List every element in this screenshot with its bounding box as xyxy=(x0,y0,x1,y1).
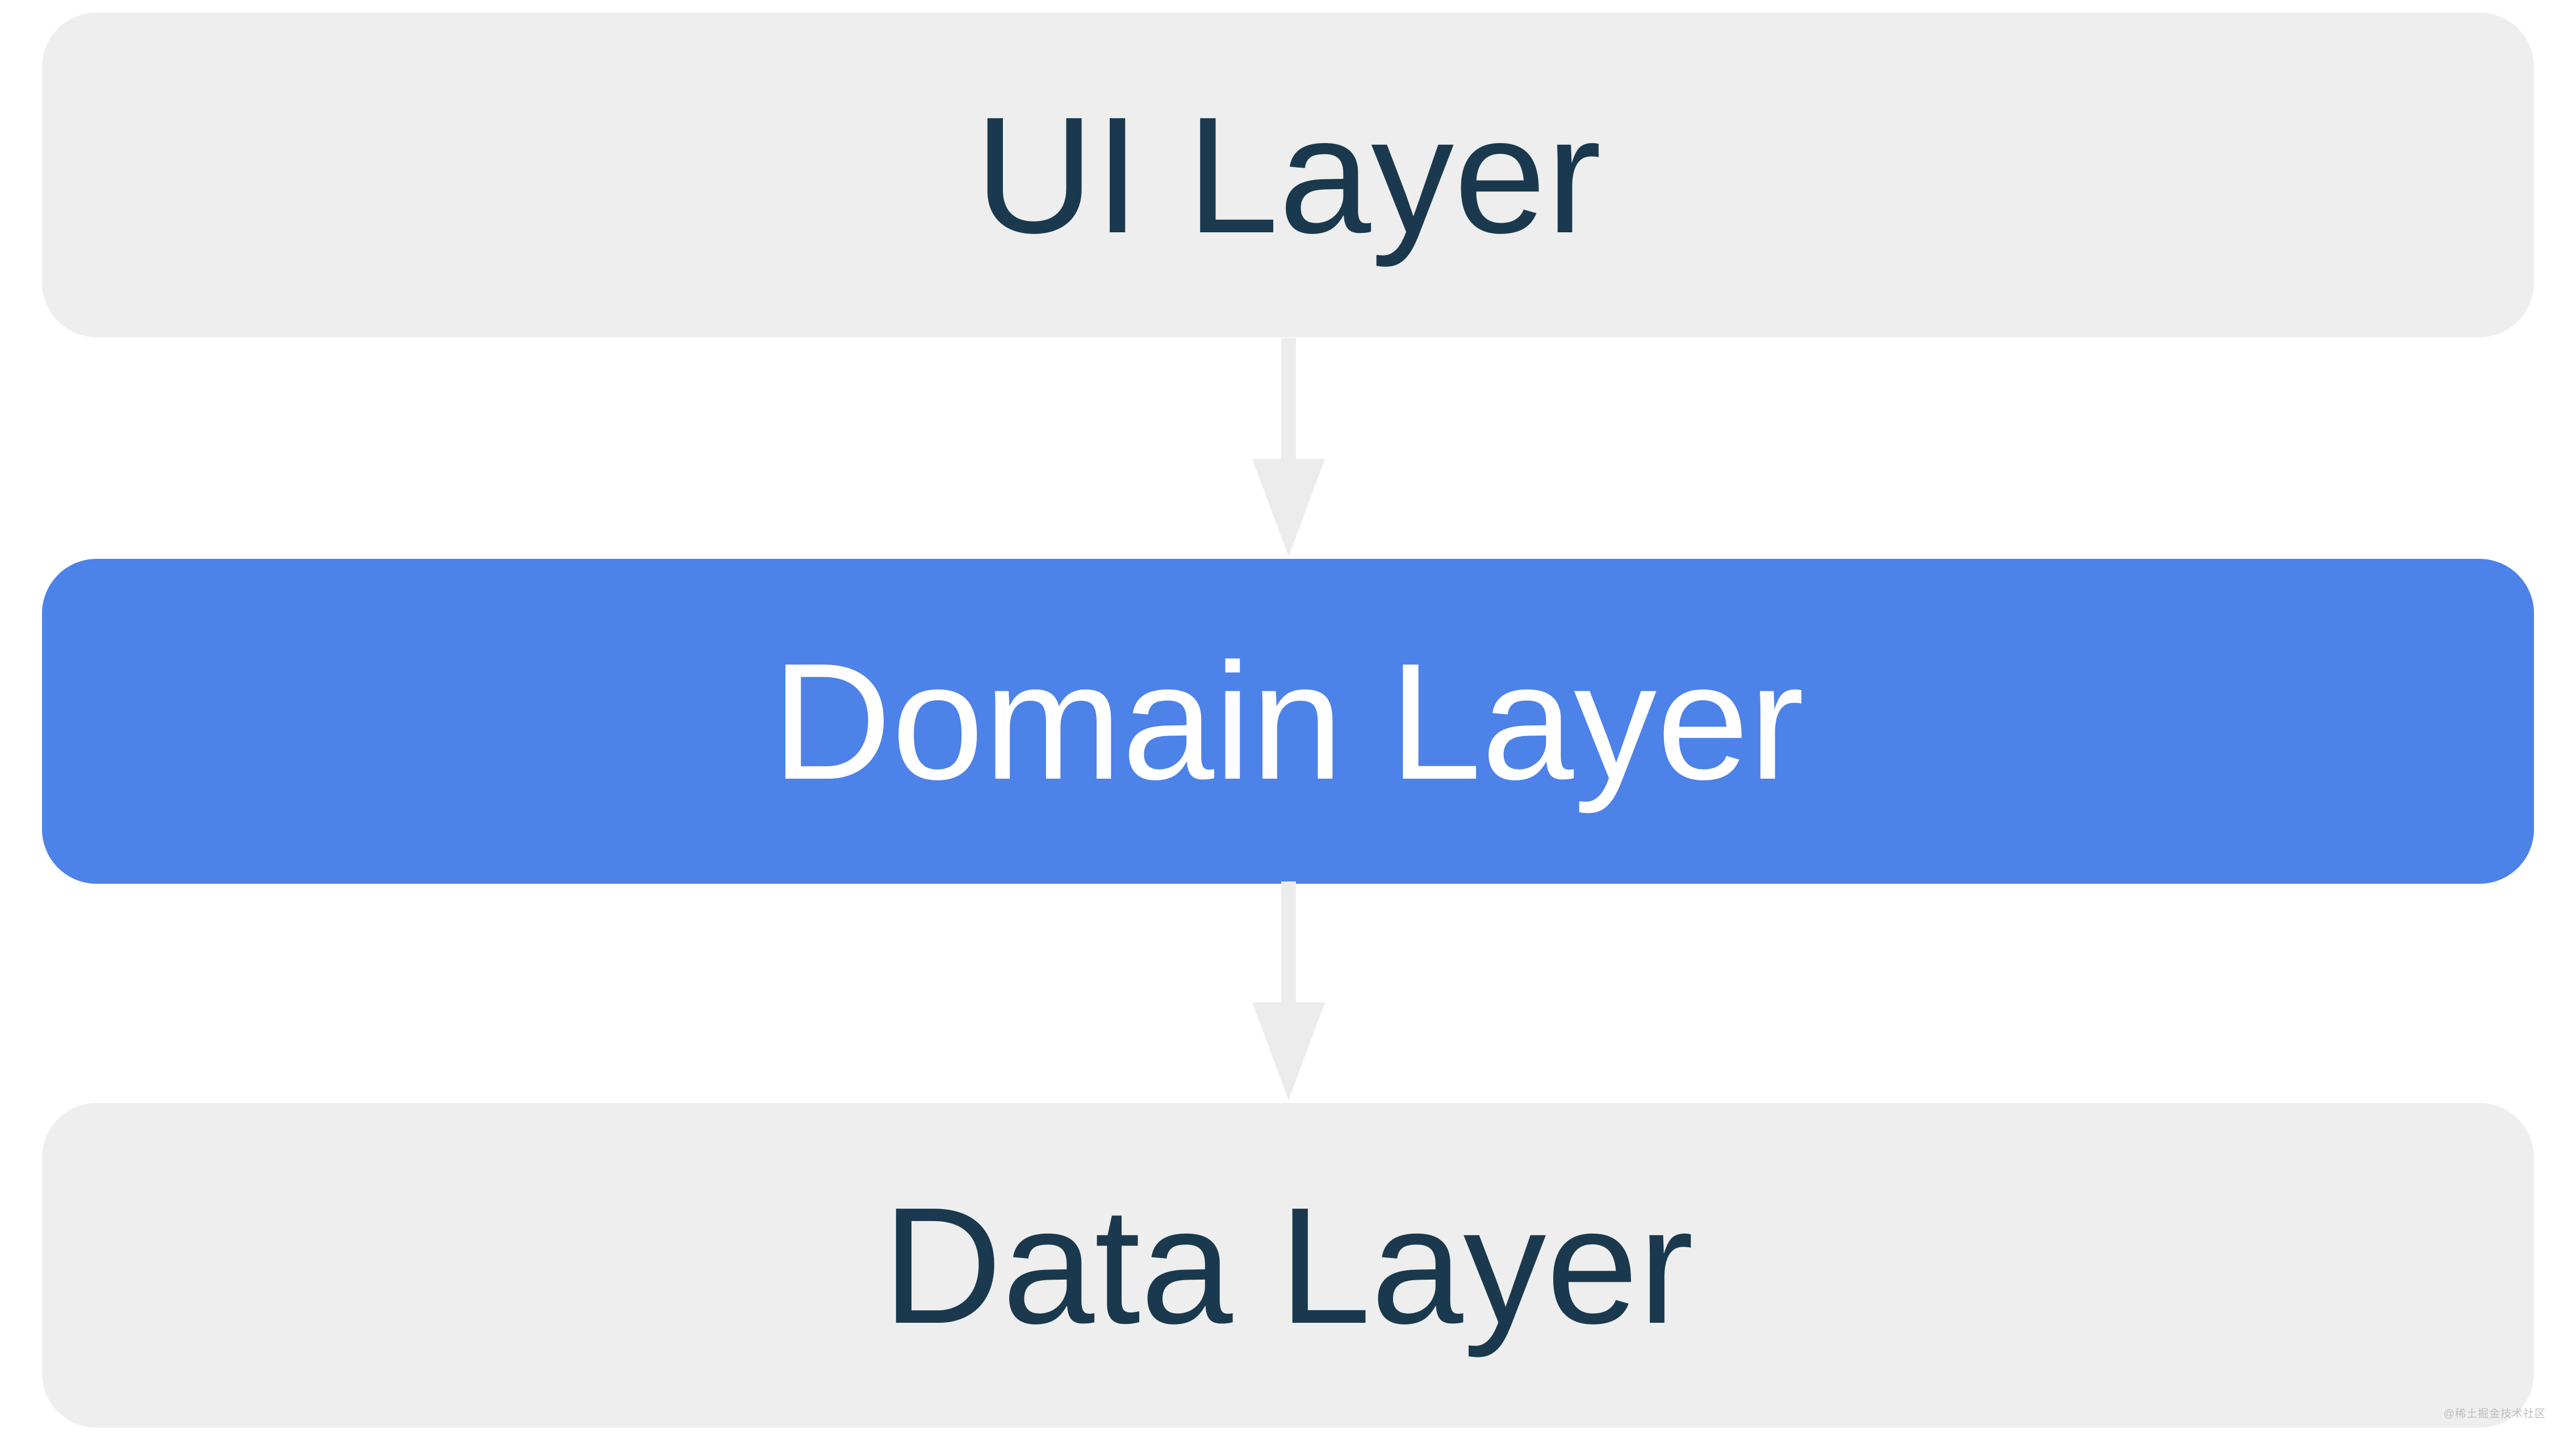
layer-label-ui: UI Layer xyxy=(975,82,1601,268)
layer-label-domain: Domain Layer xyxy=(772,629,1804,814)
layer-box-domain: Domain Layer xyxy=(42,559,2534,884)
layer-box-data: Data Layer xyxy=(42,1103,2534,1428)
layer-label-data: Data Layer xyxy=(882,1173,1694,1358)
watermark: @稀土掘金技术社区 xyxy=(2443,1408,2546,1420)
layer-box-ui: UI Layer xyxy=(42,12,2534,337)
down-arrow-icon xyxy=(1252,881,1325,1100)
down-arrow-icon xyxy=(1252,338,1325,557)
